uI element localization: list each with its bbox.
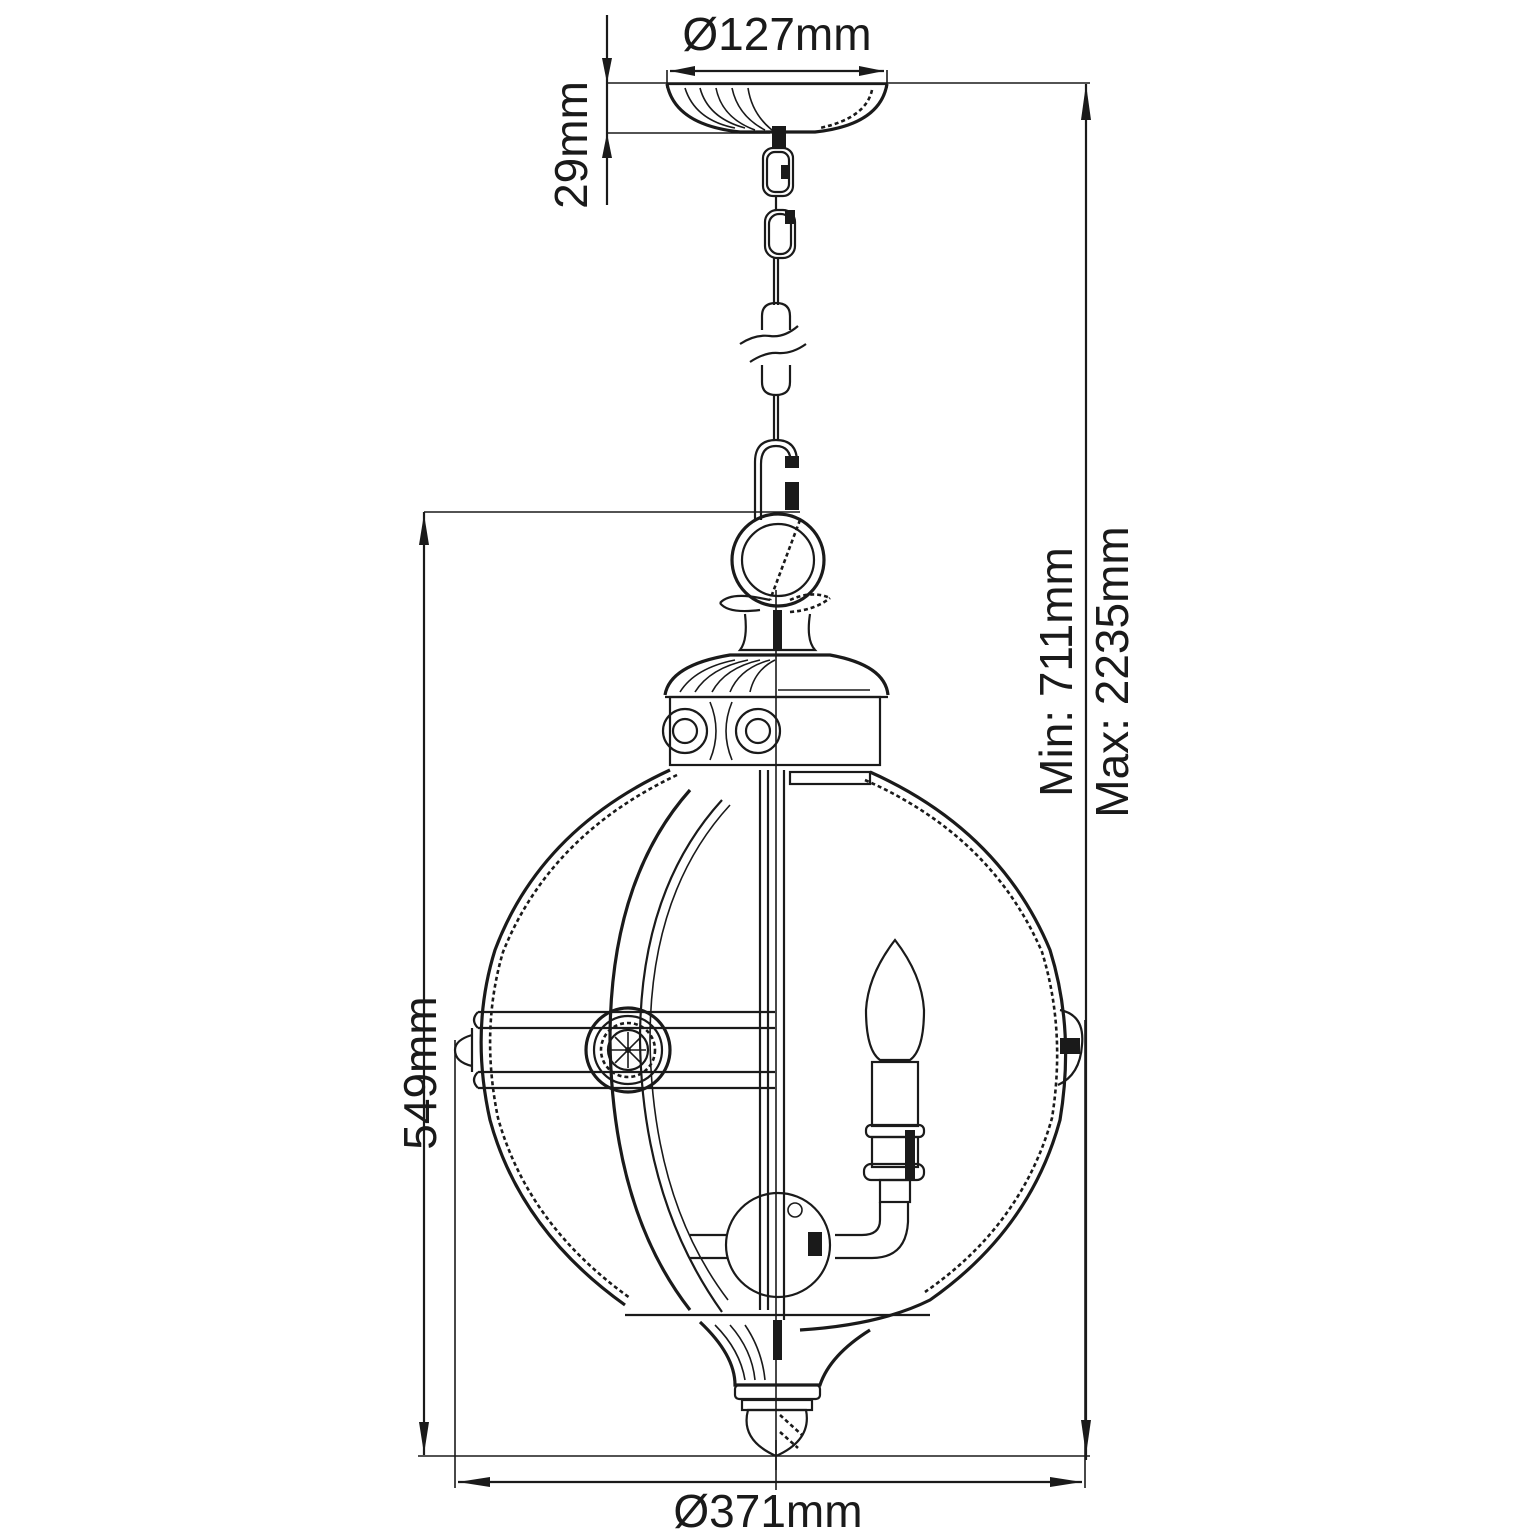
canopy-diameter-dimension: Ø127mm [666, 8, 888, 88]
body-diameter-label: Ø371mm [673, 1485, 862, 1537]
central-hub [690, 1191, 832, 1299]
body-diameter-dimension: Ø371mm [454, 1020, 1086, 1537]
canopy-height-dimension: 29mm [545, 15, 1090, 209]
ceiling-canopy [665, 82, 889, 148]
canopy-height-label: 29mm [545, 81, 597, 209]
overall-height-min-label: Min: 711mm [1030, 547, 1082, 797]
overall-height-max-label: Max: 2235mm [1086, 526, 1138, 817]
body-height-dimension: 549mm [394, 511, 800, 1457]
suspension-ring [730, 512, 826, 608]
canopy-diameter-label: Ø127mm [682, 8, 871, 60]
lantern-drawing [453, 82, 1084, 1490]
candle-holder-arm [835, 1060, 926, 1260]
center-medallion [584, 1006, 672, 1094]
chain [739, 146, 807, 520]
dimension-lines: Ø127mm 29mm Min: 711mm Max: 2235mm [394, 8, 1138, 1537]
crown-cap [661, 653, 890, 786]
overall-height-dimension: Min: 711mm Max: 2235mm [785, 84, 1138, 1460]
globe-frame [479, 768, 1084, 1332]
bottom-finial [625, 1313, 930, 1458]
body-height-label: 549mm [394, 996, 446, 1149]
candle-bulb [864, 938, 926, 1062]
center-band [453, 1010, 775, 1090]
